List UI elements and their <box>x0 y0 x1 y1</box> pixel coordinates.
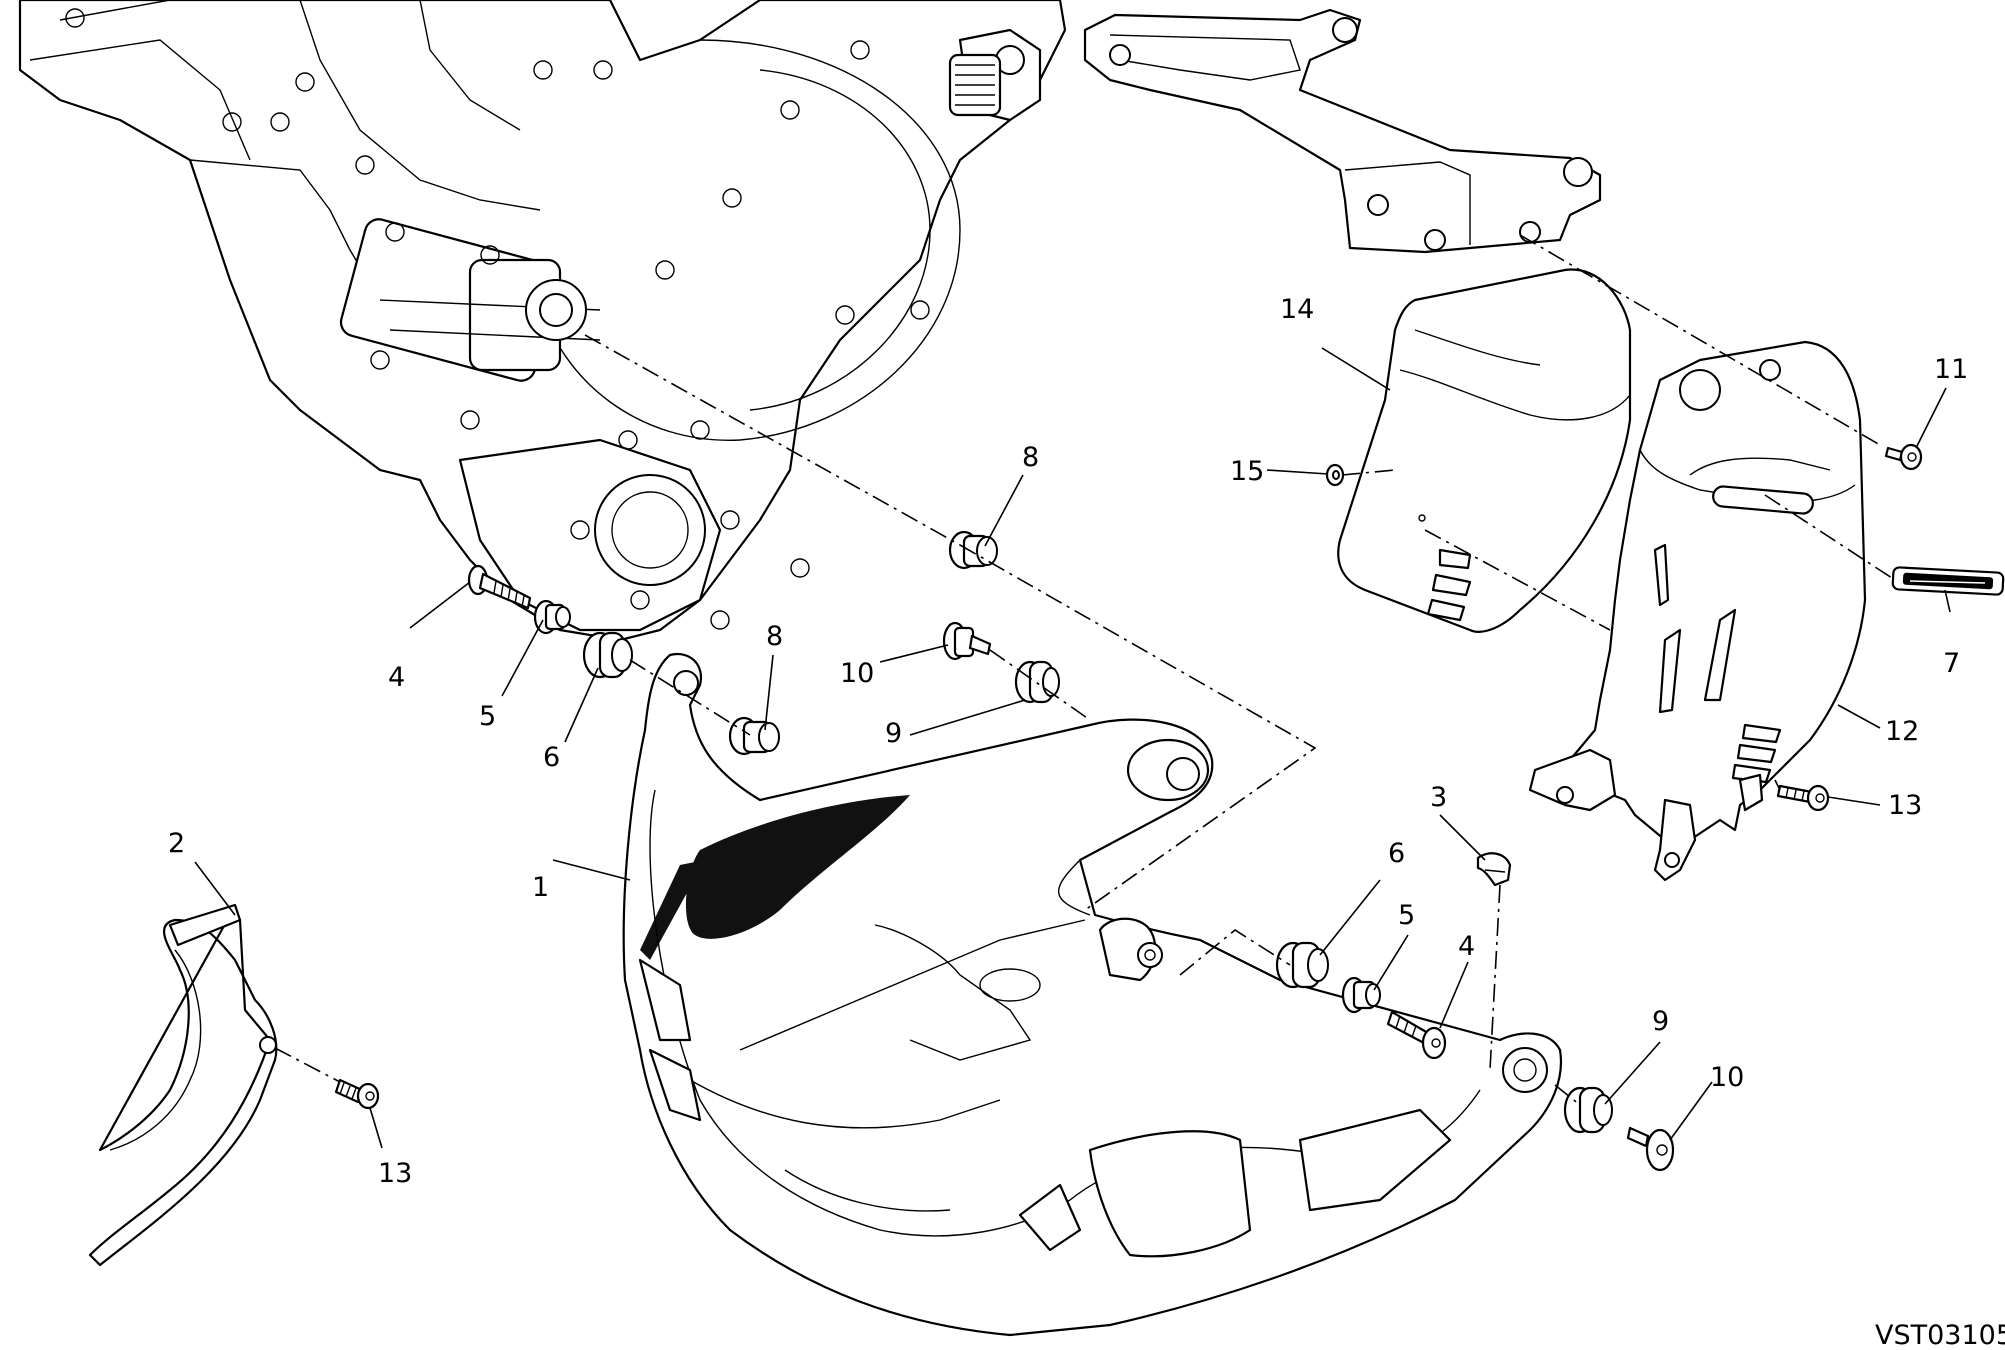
callout-8-upper: 8 <box>1022 442 1039 473</box>
badge-part-7 <box>1891 566 2005 596</box>
clip-part-3 <box>1476 852 1512 887</box>
callout-4-upper: 4 <box>388 662 405 693</box>
callout-leaders <box>194 347 1951 1149</box>
callout-11: 11 <box>1934 354 1968 385</box>
callout-4-lower: 4 <box>1458 931 1475 962</box>
callout-5-upper: 5 <box>479 701 496 732</box>
drawing-code: VST03105 <box>1875 1320 2005 1350</box>
callout-12: 12 <box>1885 716 1919 747</box>
callout-13-right: 13 <box>1888 790 1922 821</box>
callout-13-left: 13 <box>378 1158 412 1189</box>
callout-9-upper: 9 <box>885 718 902 749</box>
spacer-part-8-lower <box>728 716 780 756</box>
callout-6-upper: 6 <box>543 742 560 773</box>
callout-6-lower: 6 <box>1388 838 1405 869</box>
callout-2: 2 <box>168 828 185 859</box>
callout-1: 1 <box>532 872 549 903</box>
bolt-part-10-lower <box>1626 1126 1675 1172</box>
bolt-part-10-upper <box>942 621 992 661</box>
spacer-part-8-upper <box>948 530 998 570</box>
grommet-part-9-upper <box>1014 660 1060 704</box>
callout-10-upper: 10 <box>840 658 874 689</box>
grommet-part-6-lower <box>1275 941 1329 989</box>
bolt-part-13-right <box>1776 784 1830 812</box>
callout-5-lower: 5 <box>1398 900 1415 931</box>
side-guard-part-2 <box>88 903 278 1267</box>
callout-10-lower: 10 <box>1710 1062 1744 1093</box>
belly-pan-part-1 <box>622 652 1563 1337</box>
grommet-part-6-upper <box>582 631 633 679</box>
engine-assembly <box>18 0 1067 642</box>
callout-15: 15 <box>1230 456 1264 487</box>
grommet-part-9-lower <box>1563 1086 1613 1134</box>
callout-3: 3 <box>1430 782 1447 813</box>
callout-14: 14 <box>1280 294 1314 325</box>
callout-labels: 1 2 3 4 4 5 5 6 6 7 8 8 9 9 10 10 11 12 … <box>168 294 1968 1189</box>
callout-9-lower: 9 <box>1652 1006 1669 1037</box>
heat-shield-part-12 <box>1528 340 1867 882</box>
frame-bracket <box>1083 8 1602 254</box>
callout-8-lower: 8 <box>766 621 783 652</box>
washer-part-5-lower <box>1341 976 1381 1014</box>
assembly-axis-lines <box>274 234 1896 1106</box>
heat-shield-part-14 <box>1337 268 1632 633</box>
bolt-part-4-upper <box>467 564 532 610</box>
callout-7: 7 <box>1943 648 1960 679</box>
bolt-part-4-lower <box>1386 1010 1447 1060</box>
washer-part-15 <box>1325 463 1345 487</box>
bolt-part-11 <box>1884 443 1923 471</box>
bolt-part-13-left <box>334 1078 380 1110</box>
